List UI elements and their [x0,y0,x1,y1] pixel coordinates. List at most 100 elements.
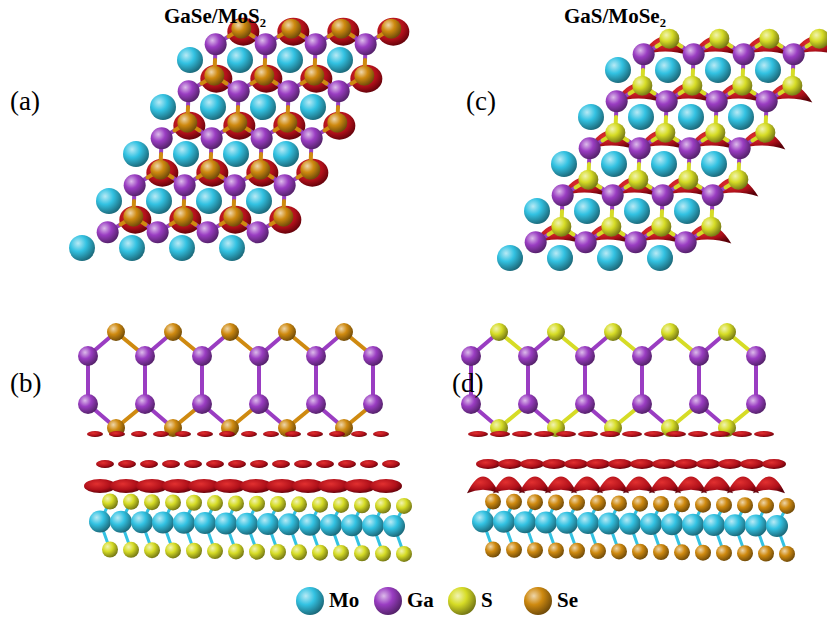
charge-isosurface [754,431,774,437]
atom [598,512,620,534]
atom [737,545,753,561]
atom [227,47,253,73]
atom [619,513,641,535]
charge-isosurface [468,431,488,437]
atom [702,184,724,206]
atom [682,76,702,96]
atom [647,245,673,271]
charge-isosurface [197,431,213,437]
legend-label: Se [557,590,578,611]
atom [144,542,160,558]
charge-isosurface [263,431,279,437]
atom [215,512,237,534]
atom [107,323,125,341]
atom [236,513,258,535]
atom [273,141,299,167]
charge-isosurface [597,476,629,493]
atom [633,43,655,65]
atom [150,94,176,120]
charge-isosurface [131,431,147,437]
atom [328,80,350,102]
atom [716,545,732,561]
atom [695,545,711,561]
charge-isosurface [219,431,235,437]
atom [110,511,132,533]
atom [518,394,538,414]
side-view [461,323,795,562]
atom [701,151,727,177]
atom [733,43,755,65]
legend-swatch [296,587,324,615]
atom [278,513,300,535]
atom [655,123,675,143]
atom [333,497,349,513]
atom [78,346,98,366]
atom [147,221,169,243]
atom [124,174,146,196]
legend-label: Mo [329,590,359,611]
atom [732,76,752,96]
atom [709,29,729,49]
atom [661,513,683,535]
atom [689,394,709,414]
atom [144,494,160,510]
atom [527,494,543,510]
atom [186,495,202,511]
charge-isosurface [323,112,355,140]
charge-isosurface [228,460,246,468]
atom [674,544,690,560]
atom [277,113,297,133]
atom [755,123,775,143]
charge-isosurface [351,431,367,437]
atom [461,346,481,366]
charge-isosurface [118,460,136,468]
atom [306,346,326,366]
atom [123,141,149,167]
charge-isosurface [206,460,224,468]
charge-isosurface [519,476,551,493]
panel-label: (c) [466,88,496,115]
atom [628,104,654,130]
charge-isosurface [296,159,328,187]
charge-isosurface [586,459,610,469]
charge-isosurface [534,431,554,437]
atom [192,394,212,414]
charge-isosurface [373,431,389,437]
atom [355,33,377,55]
atom [703,514,725,536]
atom [375,498,391,514]
legend-swatches [296,587,552,615]
atom [472,511,494,533]
atom [575,346,595,366]
atom [569,495,585,511]
atom [312,545,328,561]
atom [525,231,547,253]
charge-isosurface [360,460,378,468]
atom [354,66,374,86]
atom [718,323,736,341]
legend-label: S [481,590,493,611]
atom [574,198,600,224]
charge-isosurface [467,476,499,493]
atom [327,113,347,133]
atom [575,394,595,414]
charge-isosurface [545,476,577,493]
atom [547,323,565,341]
atom [597,245,623,271]
atom [551,151,577,177]
charge-isosurface [608,459,632,469]
atom [578,170,598,190]
atom [228,495,244,511]
charge-isosurface [498,459,522,469]
atom [250,160,270,180]
charge-isosurface [623,476,655,493]
atom [755,57,781,83]
charge-isosurface [146,159,178,187]
atom [333,545,349,561]
atom [661,323,679,341]
atom [194,512,216,534]
atom [200,160,220,180]
atom [746,394,766,414]
